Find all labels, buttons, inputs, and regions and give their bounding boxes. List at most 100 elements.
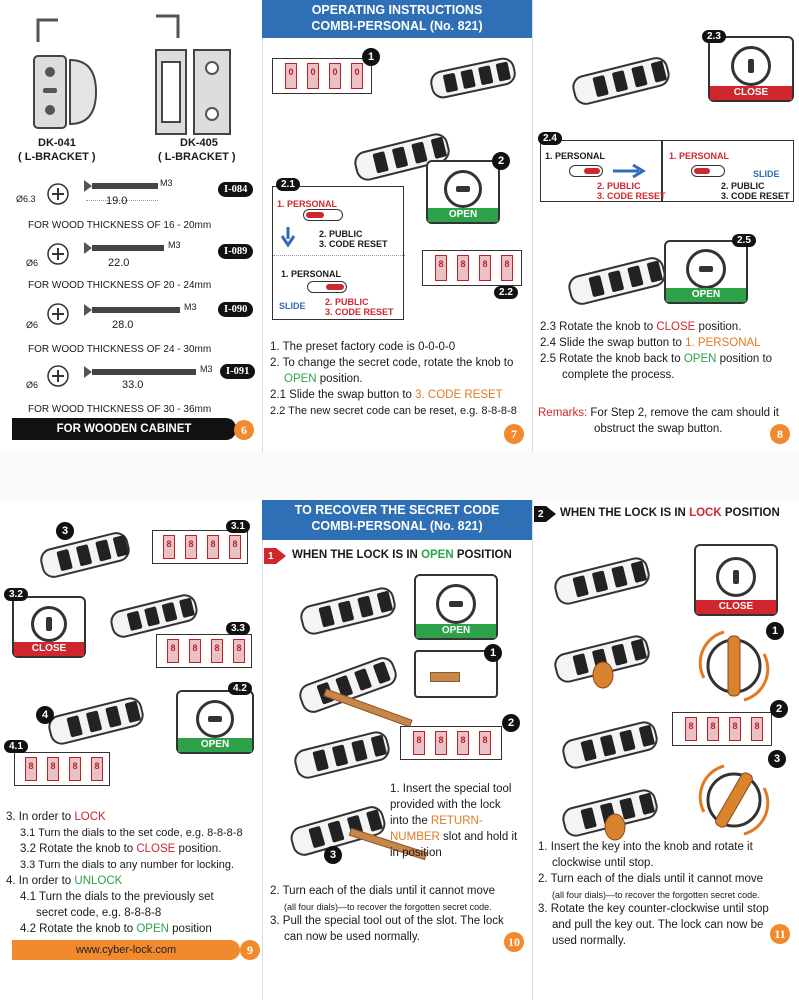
page-8: CLOSE 2.3 1. PERSONAL 2. PUBLIC 3. CODE … xyxy=(532,0,799,452)
wood-thickness-label: FOR WOOD THICKNESS OF 30 - 36mm xyxy=(28,404,212,415)
screw-row-1: Ø6.3 M3 19.0 I-084 FOR WOOD THICKNESS OF… xyxy=(0,168,262,231)
instruction-3c: used normally. xyxy=(552,935,626,947)
lock-illustration xyxy=(45,694,147,748)
remarks-2: obstruct the swap button. xyxy=(594,423,723,435)
top-sheet: DK-041 ( L-BRACKET ) DK-405 ( L-BRACKET … xyxy=(0,0,799,452)
step-2-badge: 2 xyxy=(502,714,520,732)
page-10-banner: TO RECOVER THE SECRET CODE COMBI-PERSONA… xyxy=(262,500,532,540)
instruction-2-1: 2.1 Slide the swap button to 3. CODE RES… xyxy=(270,389,503,401)
close-label: CLOSE xyxy=(696,600,776,614)
screw-head-icon xyxy=(47,243,69,265)
lock-illustration xyxy=(569,54,673,108)
arrow-down-icon xyxy=(281,227,295,247)
lock-illustration xyxy=(551,554,653,608)
instruction-4-1b: secret code, e.g. 8-8-8-8 xyxy=(36,907,162,919)
dial-row-unlock: 8 8 8 8 xyxy=(14,752,110,786)
instruction-2b: (all four dials)—to recover the forgotte… xyxy=(552,890,760,900)
knob-open-box: OPEN xyxy=(426,160,500,224)
instruction-3-3: 3.3 Turn the dials to any number for loc… xyxy=(20,859,235,871)
page-number: 8 xyxy=(770,424,790,444)
instruction-3: 3. Rotate the key counter-clockwise unti… xyxy=(538,903,769,915)
section-heading: WHEN THE LOCK IS IN LOCK POSITION xyxy=(560,507,780,519)
screw-code-badge: I-090 xyxy=(218,302,254,317)
screw-row-3: Ø6 M3 28.0 I-090 FOR WOOD THICKNESS OF 2… xyxy=(0,290,262,355)
step-2-5-badge: 2.5 xyxy=(732,234,756,247)
swap-switch-box: 1. PERSONAL 2. PUBLIC 3. CODE RESET 1. P… xyxy=(272,186,405,320)
website-footer[interactable]: www.cyber-lock.com xyxy=(12,940,240,960)
lock-illustration xyxy=(291,728,393,782)
bracket2-sub: ( L-BRACKET ) xyxy=(158,151,236,163)
banner-line2: COMBI-PERSONAL (No. 821) xyxy=(311,519,483,533)
close-label: CLOSE xyxy=(14,642,84,656)
step-1-badge: 1 xyxy=(484,644,502,662)
instruction-1: 1. Insert the key into the knob and rota… xyxy=(538,841,753,853)
instruction-2-4: 2.4 Slide the swap button to 1. PERSONAL xyxy=(540,337,761,349)
allen-key-icon xyxy=(156,14,180,38)
step-3-badge: 3 xyxy=(324,846,342,864)
instruction-2-2: 2.2 The new secret code can be reset, e.… xyxy=(270,405,517,417)
dial-row-8888: 8 8 8 8 xyxy=(152,530,248,564)
close-label: CLOSE xyxy=(710,86,792,100)
instruction-4: 4. In order to UNLOCK xyxy=(6,875,123,887)
step-4-2-badge: 4.2 xyxy=(228,682,252,695)
dial-row-8888: 8 8 8 8 xyxy=(422,250,522,286)
step-3-3-badge: 3.3 xyxy=(226,622,250,635)
instruction-3b: can now be used normally. xyxy=(284,931,420,943)
dial-row-0000: 0 0 0 0 xyxy=(272,58,372,94)
instruction-2b: OPEN position. xyxy=(284,373,363,385)
instruction-1b: provided with the lock xyxy=(390,799,501,811)
dial-row-8888: 8 8 8 8 xyxy=(400,726,502,760)
knob-open-box: OPEN xyxy=(176,690,254,754)
step-1-badge: 1 xyxy=(362,48,380,66)
step-2-badge: 2 xyxy=(770,700,788,718)
wood-thickness-label: FOR WOOD THICKNESS OF 20 - 24mm xyxy=(28,280,212,291)
swap-switch-panel: 1. PERSONAL 2. PUBLIC 3. CODE RESET 1. P… xyxy=(540,140,794,202)
banner-line1: OPERATING INSTRUCTIONS xyxy=(311,3,483,17)
instruction-2-5b: complete the process. xyxy=(562,369,675,381)
wood-thickness-label: FOR WOOD THICKNESS OF 24 - 30mm xyxy=(28,344,212,355)
open-label: OPEN xyxy=(178,738,252,752)
instruction-3: 3. In order to LOCK xyxy=(6,811,106,823)
bracket1-name: DK-041 xyxy=(38,137,76,149)
step-3-badge: 3 xyxy=(56,522,74,540)
page-7: OPERATING INSTRUCTIONS COMBI-PERSONAL (N… xyxy=(262,0,532,452)
page-number: 7 xyxy=(504,424,524,444)
instruction-1: 1. The preset factory code is 0-0-0-0 xyxy=(270,341,456,353)
rotate-clockwise-icon xyxy=(698,630,770,702)
page-11: 2 WHEN THE LOCK IS IN LOCK POSITION CLOS… xyxy=(532,500,799,1000)
bracket2-name: DK-405 xyxy=(180,137,218,149)
step-4-badge: 4 xyxy=(36,706,54,724)
knob-open-box: OPEN xyxy=(414,574,498,640)
instruction-2-3: 2.3 Rotate the knob to CLOSE position. xyxy=(540,321,742,333)
step-1-badge: 1 xyxy=(766,622,784,640)
step-2-1-badge: 2.1 xyxy=(276,178,300,191)
screw-head-icon xyxy=(47,183,69,205)
step-4-1-badge: 4.1 xyxy=(4,740,28,753)
bracket-dk405-icon xyxy=(155,49,231,135)
screw-icon xyxy=(84,180,158,192)
lock-illustration xyxy=(565,254,669,308)
bracket-dk041-icon xyxy=(33,55,98,129)
arrow-right-icon xyxy=(613,163,646,179)
dial-row-locked: 8 8 8 8 xyxy=(156,634,252,668)
open-label: OPEN xyxy=(416,624,496,638)
remarks: Remarks: For Step 2, remove the cam shou… xyxy=(538,407,779,419)
dial-row-8888: 8 8 8 8 xyxy=(672,712,772,746)
open-label: OPEN xyxy=(428,208,498,222)
page-number: 10 xyxy=(504,932,524,952)
knob-close-box: CLOSE xyxy=(708,36,794,102)
bottom-sheet: 3 8 8 8 8 3.1 CLOSE 3.2 8 8 8 8 3.3 4 O xyxy=(0,500,799,1000)
instruction-4-2: 4.2 Rotate the knob to OPEN position xyxy=(20,923,212,935)
section-arrow-icon xyxy=(264,548,286,564)
lock-with-tool xyxy=(295,653,401,717)
lock-illustration xyxy=(37,529,133,581)
wood-thickness-label: FOR WOOD THICKNESS OF 16 - 20mm xyxy=(28,220,212,231)
banner-line1: TO RECOVER THE SECRET CODE xyxy=(294,503,500,517)
instruction-1b: clockwise until stop. xyxy=(552,857,654,869)
step-2-badge: 2 xyxy=(492,152,510,170)
wooden-cabinet-footer: FOR WOODEN CABINET xyxy=(12,418,236,440)
allen-key-icon xyxy=(36,18,58,42)
instruction-1c: into the RETURN- xyxy=(390,815,483,827)
bracket1-sub: ( L-BRACKET ) xyxy=(18,151,96,163)
instruction-1d: NUMBER slot and hold it xyxy=(390,831,518,843)
